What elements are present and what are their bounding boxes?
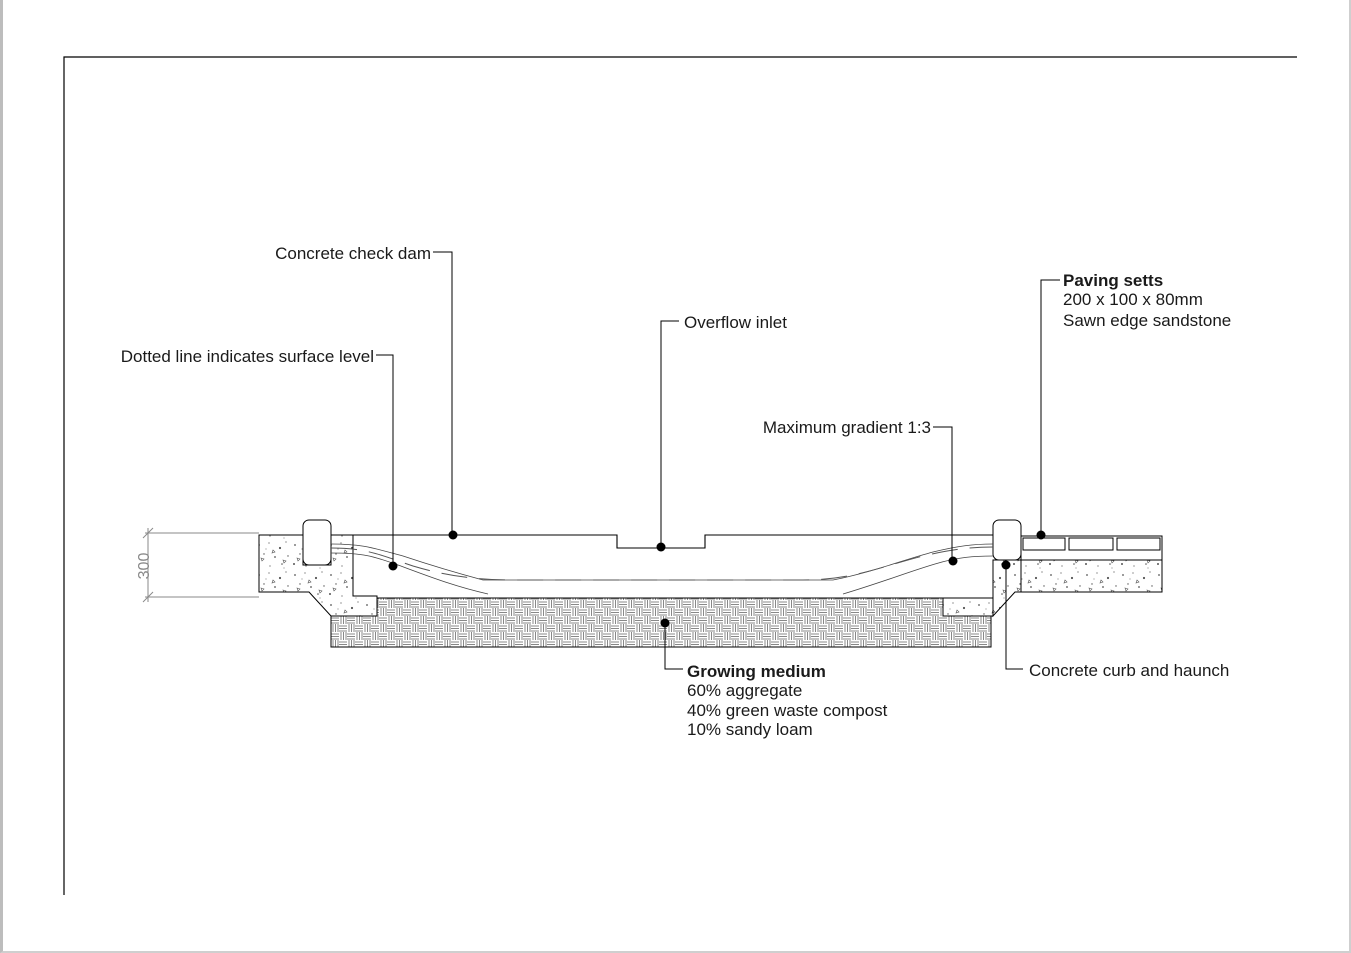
dot-growing-medium (660, 618, 670, 628)
leader-lines (376, 251, 1060, 670)
paving-setts (1020, 535, 1163, 561)
dot-surface-level (388, 561, 398, 571)
label-check-dam: Concrete check dam (275, 244, 431, 263)
right-concrete-curb (942, 597, 994, 617)
dot-check-dam (448, 530, 458, 540)
label-growing-title: Growing medium (687, 662, 826, 681)
label-paving-size: 200 x 100 x 80mm (1063, 290, 1203, 309)
label-paving-title: Paving setts (1063, 271, 1163, 290)
label-curb: Concrete curb and haunch (1029, 661, 1229, 680)
sheet-frame (63, 56, 1297, 895)
label-growing-line1: 60% aggregate (687, 681, 802, 700)
label-growing-line2: 40% green waste compost (687, 701, 888, 720)
label-max-gradient: Maximum gradient 1:3 (763, 418, 931, 437)
dimension-300: 300 (136, 553, 153, 580)
left-curb-block (302, 519, 332, 566)
dot-overflow-inlet (656, 542, 666, 552)
label-dotted-line: Dotted line indicates surface level (121, 347, 374, 366)
surface-level-line (330, 543, 994, 581)
dot-curb (1001, 560, 1011, 570)
right-curb-block (992, 519, 1022, 561)
dot-gradient (948, 556, 958, 566)
left-concrete-curb (258, 534, 378, 617)
height-dimension (142, 527, 259, 603)
paving-bedding (1020, 559, 1163, 593)
bioswale-section-drawing: 300 Concrete check dam Dotted line indic… (63, 56, 1297, 895)
label-paving-material: Sawn edge sandstone (1063, 311, 1231, 330)
dot-paving (1036, 530, 1046, 540)
leader-dots (388, 530, 1046, 628)
label-growing-line3: 10% sandy loam (687, 720, 813, 739)
label-overflow-inlet: Overflow inlet (684, 313, 787, 332)
